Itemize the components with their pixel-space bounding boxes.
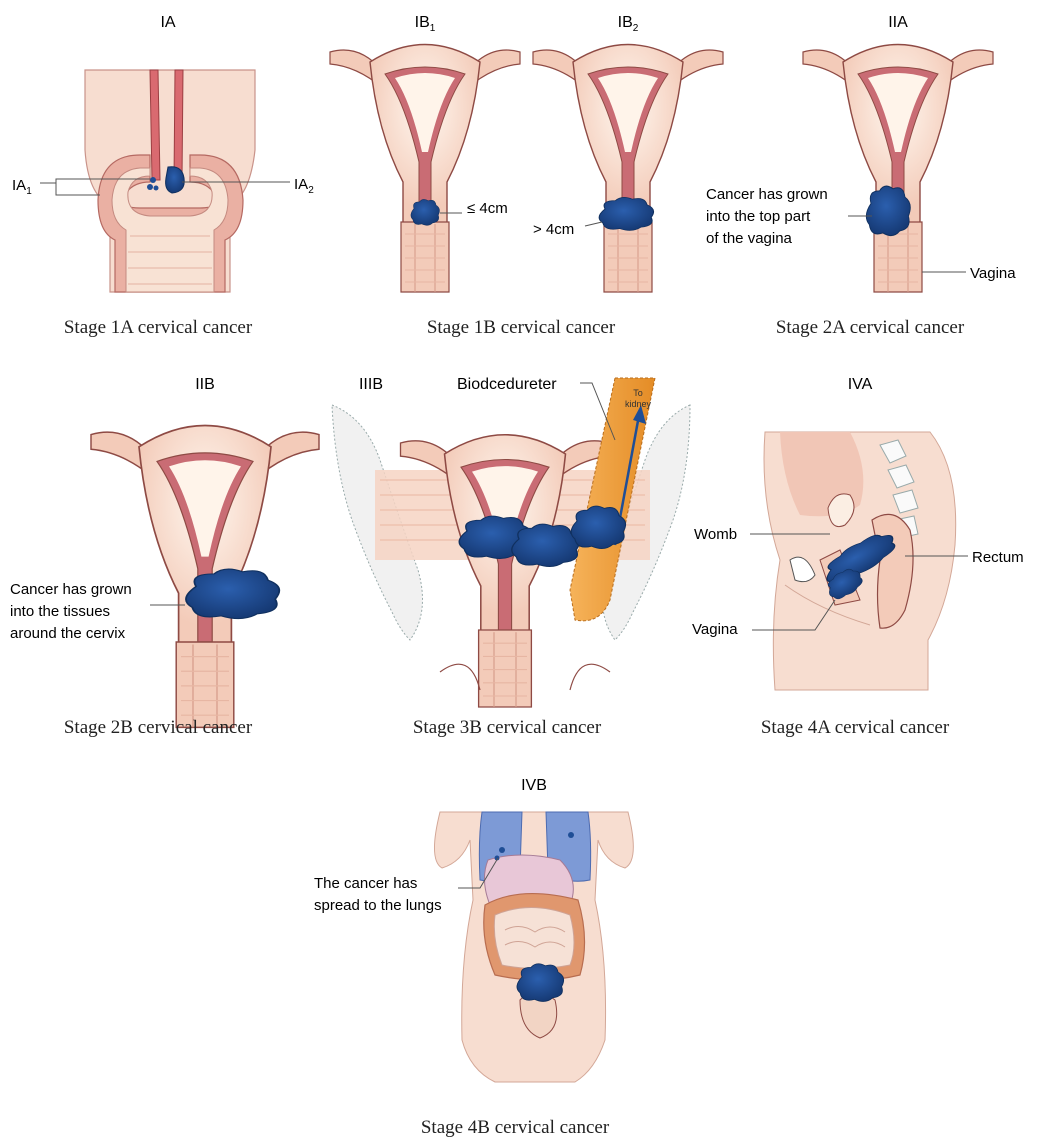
iiib-tube-text-1: To [633, 388, 643, 398]
ib2-size-note: > 4cm [533, 221, 574, 238]
panel-ia: IA IA1 IA2 [12, 14, 314, 292]
panel-iia: IIA Cancer has grown into the top part o… [706, 14, 1016, 292]
ivb-note-line-2: spread to the lungs [314, 897, 442, 914]
panel-iva: IVA Womb Rectum Vagina [692, 376, 1024, 690]
iia-tumor [866, 186, 910, 236]
panel-ib2: IB2 > 4cm [533, 14, 723, 292]
ib1-tumor [411, 199, 439, 225]
caption-stage-2a: Stage 2A cervical cancer [776, 317, 965, 338]
caption-stage-4a: Stage 4A cervical cancer [761, 717, 950, 738]
iiib-ureter-label: Biodcedureter [457, 376, 557, 393]
stage-label-iiib: IIIB [359, 376, 383, 393]
iia-vagina-label: Vagina [970, 265, 1016, 282]
ib1-size-note: ≤ 4cm [467, 200, 508, 217]
stage-label-iib: IIB [195, 376, 215, 393]
iib-note-line-3: around the cervix [10, 625, 126, 642]
label-ia1: IA1 [12, 177, 32, 197]
panel-ib1: IB1 ≤ 4cm [330, 14, 520, 292]
iiib-tube-text-2: kidney [625, 399, 652, 409]
caption-stage-3b: Stage 3B cervical cancer [413, 717, 602, 738]
panel-iib: IIB Cancer has grown into the tissues ar… [10, 376, 319, 727]
iib-note-line-1: Cancer has grown [10, 581, 132, 598]
iia-uterus [803, 45, 993, 293]
ivb-note-line-1: The cancer has [314, 875, 417, 892]
iia-note-line-1: Cancer has grown [706, 186, 828, 203]
iia-note-line-2: into the top part [706, 208, 811, 225]
iva-womb-label: Womb [694, 526, 737, 543]
stage-label-ivb: IVB [521, 777, 547, 794]
iva-rectum-label: Rectum [972, 549, 1024, 566]
caption-stage-2b: Stage 2B cervical cancer [64, 717, 253, 738]
ivb-body-illustration [434, 812, 633, 1082]
caption-stage-4b: Stage 4B cervical cancer [421, 1117, 610, 1138]
caption-stage-1b: Stage 1B cervical cancer [427, 317, 616, 338]
iva-sagittal-illustration [764, 432, 956, 690]
iva-vagina-label: Vagina [692, 621, 738, 638]
iia-note-line-3: of the vagina [706, 230, 793, 247]
label-ia2: IA2 [294, 176, 314, 196]
stage-label-ib1: IB1 [415, 14, 436, 34]
stage-label-iva: IVA [848, 376, 873, 393]
ib2-uterus [533, 45, 723, 293]
ia-illustration [85, 70, 255, 292]
caption-stage-1a: Stage 1A cervical cancer [64, 317, 253, 338]
ib2-tumor [599, 197, 653, 230]
panel-iiib: IIIB To kidney Biodcedureter [332, 376, 690, 707]
stage-label-ia: IA [160, 14, 175, 31]
stage-label-ib2: IB2 [618, 14, 639, 34]
panel-ivb: IVB The cancer has spread to the lungs [314, 777, 633, 1082]
stage-label-iia: IIA [888, 14, 908, 31]
iib-tumor [186, 569, 279, 619]
ib1-uterus [330, 45, 520, 293]
iib-note-line-2: into the tissues [10, 603, 110, 620]
